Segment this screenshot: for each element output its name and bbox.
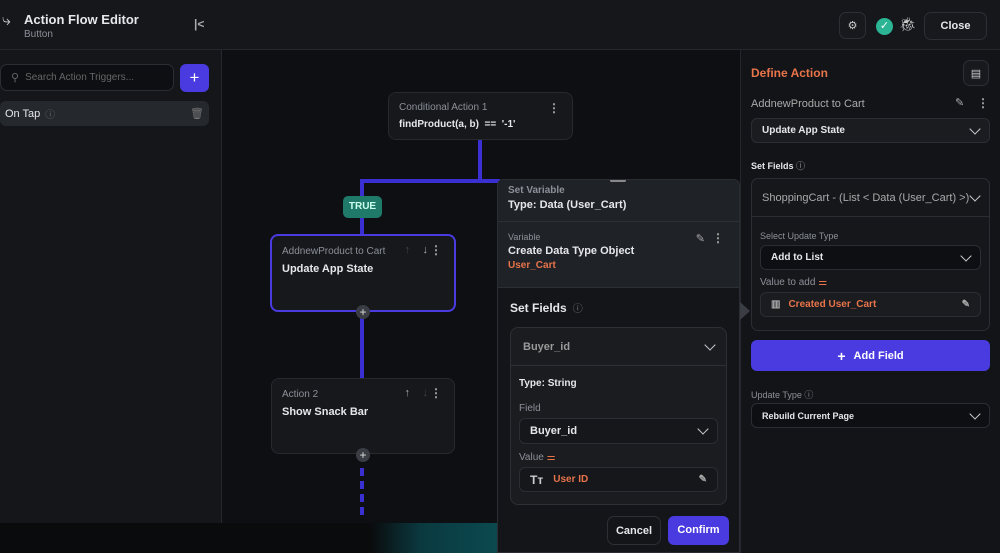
triggers-panel: ⚲ Search Action Triggers... + On Tap ⓘ 🗑… <box>0 50 222 523</box>
close-button[interactable]: Close <box>924 12 987 40</box>
popup-pointer <box>740 302 750 320</box>
conditional-action-node[interactable]: Conditional Action 1 findProduct(a, b) =… <box>388 92 573 140</box>
value-label: Value to add ⚌ <box>760 277 828 288</box>
confirm-button[interactable]: Confirm <box>668 516 729 545</box>
plus-icon: + <box>837 347 846 364</box>
connector <box>360 179 500 183</box>
chevron-down-icon <box>969 407 981 420</box>
variable-title: Create Data Type Object <box>508 245 635 257</box>
field-card: ShoppingCart - (List < Data (User_Cart) … <box>751 178 990 331</box>
data-object-icon: ▥ <box>771 299 781 310</box>
true-badge: TRUE <box>343 196 382 218</box>
edit-icon: ✎ <box>961 299 970 310</box>
variable-value: User_Cart <box>508 260 556 271</box>
add-note-icon[interactable]: ▤ <box>963 60 989 86</box>
cancel-button[interactable]: Cancel <box>607 516 661 545</box>
set-variable-label: Set Variable <box>508 185 565 196</box>
delete-icon[interactable]: 🗑︎ <box>190 108 204 120</box>
add-action-button[interactable]: + <box>356 305 370 319</box>
move-down-icon[interactable]: ↓ <box>422 387 429 399</box>
condition-expression: findProduct(a, b) == '-1' <box>399 119 516 130</box>
variable-type: Type: Data (User_Cart) <box>508 199 627 211</box>
node-label: Action 2 <box>282 389 319 400</box>
value-field[interactable]: ▥Created User_Cart✎ <box>760 292 981 317</box>
flow-icon-button[interactable]: ⚙ <box>839 12 866 39</box>
action-name: AddnewProduct to Cart <box>751 98 865 110</box>
field-label: Field <box>519 403 541 414</box>
variable-icon: ⚌ <box>546 452 556 463</box>
chevron-down-icon <box>704 338 716 351</box>
chevron-down-icon <box>969 122 981 135</box>
chevron-down-icon <box>969 189 981 202</box>
node-label: Conditional Action 1 <box>399 102 488 113</box>
info-icon: ⓘ <box>804 390 814 400</box>
drag-handle[interactable] <box>610 180 626 182</box>
add-field-button[interactable]: +Add Field <box>751 340 990 371</box>
move-up-icon[interactable]: ↑ <box>404 387 411 399</box>
connector <box>478 140 482 182</box>
info-icon: ⓘ <box>572 304 583 315</box>
action-node-show-snack-bar[interactable]: Action 2 Show Snack Bar ↑ ↓ ⋮ <box>271 378 455 454</box>
more-icon[interactable]: ⋮ <box>712 231 724 245</box>
variable-icon: ⚌ <box>818 277 828 288</box>
edit-icon: ✎ <box>698 474 707 485</box>
set-variable-popup: Set Variable Type: Data (User_Cart) Vari… <box>497 179 740 553</box>
update-type-select[interactable]: Add to List <box>760 245 981 270</box>
text-type-icon: Tт <box>530 472 544 487</box>
info-icon: ⓘ <box>45 110 56 121</box>
action-node-update-app-state[interactable]: AddnewProduct to Cart Update App State ↑… <box>270 234 456 312</box>
edit-icon[interactable]: ✎ <box>955 97 965 109</box>
search-icon: ⚲ <box>11 72 20 84</box>
trigger-label: On Tap <box>5 107 41 120</box>
add-trigger-button[interactable]: + <box>180 64 209 92</box>
collapse-panel-icon[interactable]: |< <box>194 17 205 31</box>
dashed-connector <box>360 468 364 520</box>
debug-bug-icon[interactable]: 🐞︎ <box>899 16 917 32</box>
field-card: Buyer_id Type: String Field Buyer_id Val… <box>510 327 727 505</box>
node-title: Show Snack Bar <box>282 406 369 418</box>
rebuild-label: Update Type ⓘ <box>751 390 814 400</box>
update-type-label: Select Update Type <box>760 231 839 241</box>
edit-icon[interactable]: ✎ <box>695 233 705 245</box>
top-bar: ⤷ Action Flow Editor Button |< ⚙ ✓ 🐞︎ Cl… <box>0 0 1000 50</box>
trigger-item-on-tap[interactable]: On Tap ⓘ 🗑︎ <box>0 101 209 126</box>
connector <box>360 310 364 378</box>
node-title: Update App State <box>282 263 374 275</box>
move-up-icon[interactable]: ↑ <box>404 244 411 256</box>
info-icon: ⓘ <box>796 161 806 171</box>
add-action-button[interactable]: + <box>356 448 370 462</box>
editor-subtitle: Button <box>24 29 53 40</box>
field-type: Type: String <box>519 378 577 389</box>
field-header[interactable]: Buyer_id <box>511 328 726 366</box>
field-header[interactable]: ShoppingCart - (List < Data (User_Cart) … <box>752 179 989 217</box>
value-label: Value ⚌ <box>519 452 556 463</box>
action-type-select[interactable]: Update App State <box>751 118 990 143</box>
more-icon[interactable]: ⋮ <box>430 386 442 400</box>
set-fields-label: Set Fields ⓘ <box>751 161 806 171</box>
more-icon[interactable]: ⋮ <box>548 101 560 115</box>
more-icon[interactable]: ⋮ <box>430 243 442 257</box>
chevron-down-icon <box>697 423 709 435</box>
search-placeholder: Search Action Triggers... <box>25 72 135 83</box>
chevron-down-icon <box>960 249 972 262</box>
valid-check-icon: ✓ <box>876 18 893 35</box>
action-flow-icon: ⤷ <box>2 12 11 29</box>
panel-title: Define Action <box>751 66 828 80</box>
search-input[interactable]: ⚲ Search Action Triggers... <box>0 64 174 91</box>
editor-title: Action Flow Editor <box>24 12 139 27</box>
node-label: AddnewProduct to Cart <box>282 246 386 257</box>
define-action-panel: Define Action ▤ AddnewProduct to Cart ✎ … <box>740 50 1000 553</box>
bottom-preview <box>370 523 500 553</box>
move-down-icon[interactable]: ↓ <box>422 244 429 256</box>
field-select[interactable]: Buyer_id <box>519 418 718 444</box>
variable-label: Variable <box>508 232 541 242</box>
rebuild-select[interactable]: Rebuild Current Page <box>751 403 990 428</box>
more-icon[interactable]: ⋮ <box>977 96 989 110</box>
